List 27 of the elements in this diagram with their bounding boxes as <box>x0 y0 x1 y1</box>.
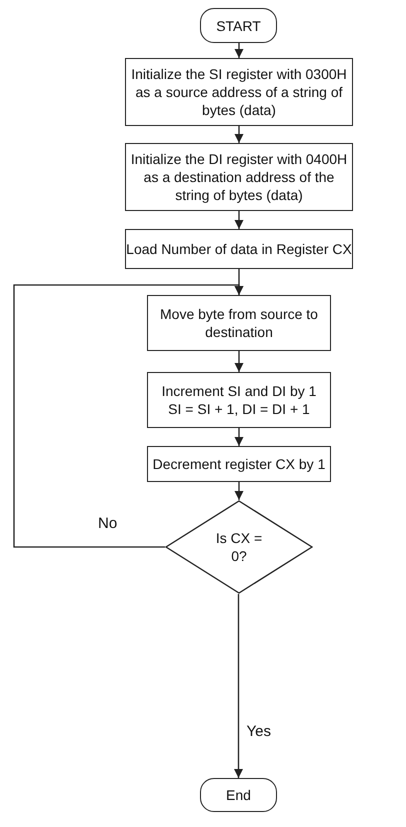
node-text: Initialize the DI register with 0400H as a destination address of the string of bytes (data) <box>130 150 348 204</box>
process-box <box>147 295 331 351</box>
process-box <box>147 372 331 428</box>
node-text: SI = SI + 1, DI = DI + 1 <box>168 400 310 418</box>
process-box <box>125 58 353 126</box>
node-text: Is CX = 0? <box>214 529 264 565</box>
arrow <box>234 351 244 372</box>
process-box <box>125 229 353 269</box>
node-text: Decrement register CX by 1 <box>152 455 326 473</box>
arrow <box>234 482 244 500</box>
arrow <box>234 428 244 446</box>
arrow <box>13 284 244 548</box>
node-text: End <box>226 786 251 804</box>
node-text: START <box>216 16 261 34</box>
arrow <box>234 594 243 778</box>
node-text: Move byte from source to destination <box>159 305 319 341</box>
node-text: Load Number of data in Register CX <box>126 240 352 258</box>
node-text: Increment SI and DI by 1 <box>162 382 316 400</box>
arrow <box>234 126 244 143</box>
arrow <box>234 211 244 229</box>
arrow <box>234 43 244 58</box>
process-box <box>125 143 353 211</box>
terminal-box <box>200 778 277 812</box>
terminal-box <box>200 8 277 43</box>
node-text: Initialize the SI register with 0300H as a source address of a string of bytes (data) <box>130 65 348 119</box>
process-box <box>147 446 331 482</box>
decision-diamond <box>165 500 313 594</box>
